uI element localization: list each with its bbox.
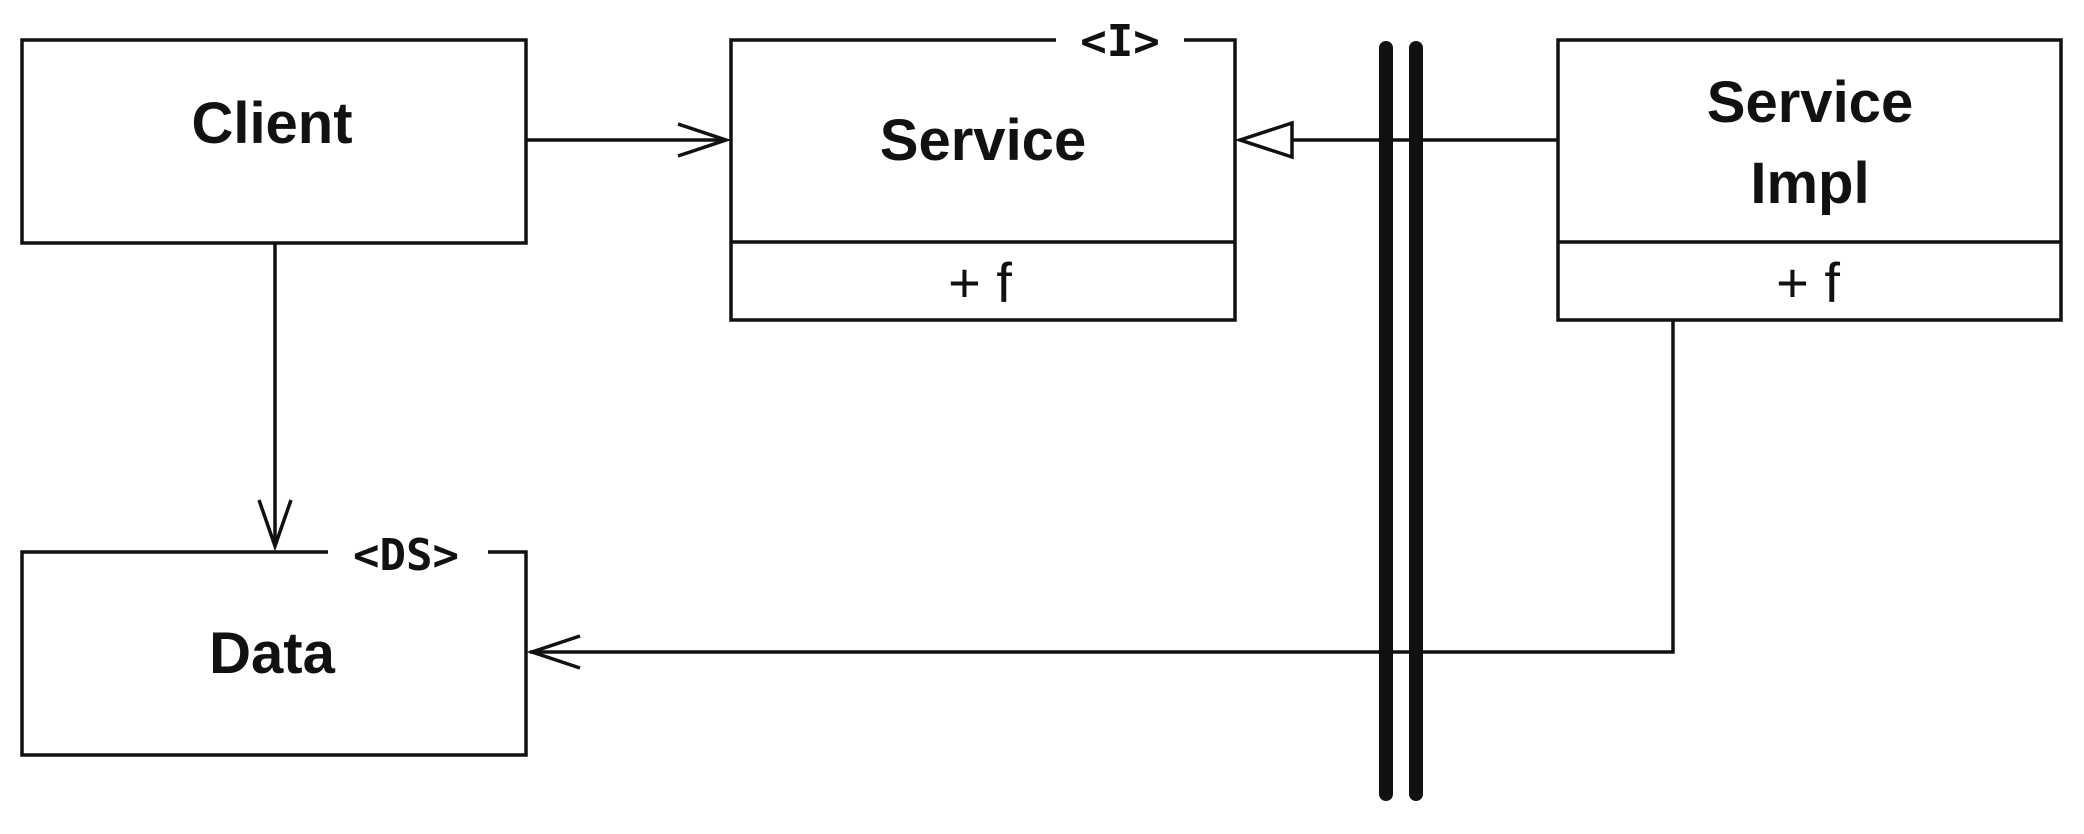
service-stereotype-bg	[1056, 26, 1184, 54]
service-impl-box[interactable]: Service Impl + f	[1556, 38, 2063, 322]
service-member: + f	[948, 251, 1012, 314]
service-box-frame	[729, 38, 1237, 322]
client-box-frame	[20, 38, 528, 245]
service-impl-title-line1: Service	[1707, 70, 1913, 135]
service-impl-member: + f	[1776, 251, 1840, 314]
service-impl-title-line2: Impl	[1750, 151, 1869, 216]
data-box[interactable]: <DS> Data	[20, 530, 528, 757]
impl-to-data-arrowhead	[526, 634, 581, 670]
client-title: Client	[191, 91, 352, 156]
client-box[interactable]: Client	[20, 38, 528, 245]
data-stereotype-label: <DS>	[353, 530, 459, 581]
data-stereotype-bg	[328, 536, 488, 566]
impl-to-data-arrow	[526, 320, 1675, 670]
data-box-frame	[20, 550, 528, 757]
service-box[interactable]: <I> Service + f	[729, 16, 1237, 322]
client-to-service-arrowhead	[677, 122, 732, 158]
realization-triangle	[1234, 120, 1294, 160]
client-to-service-arrow	[526, 122, 732, 158]
service-impl-box-frame	[1556, 38, 2063, 322]
impl-to-service-realization-arrow	[1234, 120, 1558, 160]
client-to-data-arrowhead	[257, 499, 293, 552]
data-title: Data	[209, 621, 335, 686]
client-to-data-arrow	[257, 243, 293, 552]
service-stereotype-label: <I>	[1080, 16, 1159, 67]
service-title: Service	[880, 108, 1086, 173]
impl-to-data-line	[530, 320, 1675, 654]
